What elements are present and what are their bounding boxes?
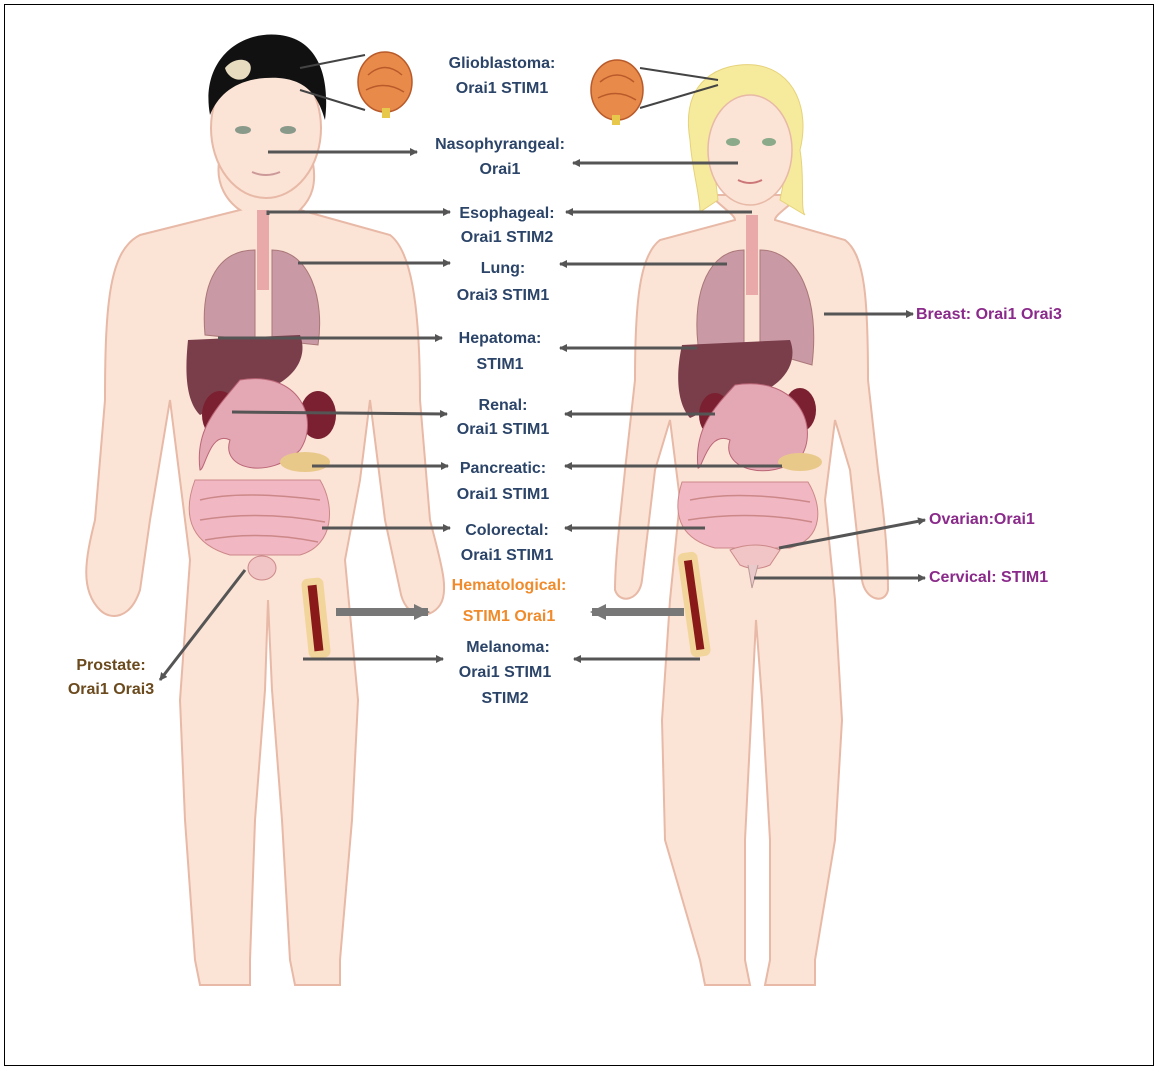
breast-label: Breast: Orai1 Orai3 bbox=[916, 306, 1062, 323]
ovarian-label: Ovarian:Orai1 bbox=[929, 511, 1035, 528]
hepatoma-title: Hepatoma: bbox=[459, 330, 542, 347]
male-intestines bbox=[189, 480, 329, 555]
female-head bbox=[708, 95, 792, 205]
hepatoma-genes: STIM1 bbox=[476, 356, 523, 373]
colorectal-genes: Orai1 STIM1 bbox=[461, 547, 554, 564]
glioblastoma-genes: Orai1 STIM1 bbox=[456, 80, 549, 97]
male-eye-left bbox=[235, 126, 251, 134]
esophageal-title: Esophageal: bbox=[459, 205, 554, 222]
hematological-genes: STIM1 Orai1 bbox=[463, 608, 556, 625]
pancreatic-genes: Orai1 STIM1 bbox=[457, 486, 550, 503]
melanoma-genes: Orai1 STIM1 bbox=[459, 664, 552, 681]
female-esophagus bbox=[746, 215, 758, 295]
male-eye-right bbox=[280, 126, 296, 134]
male-prostate bbox=[248, 556, 276, 580]
lung-genes: Orai3 STIM1 bbox=[457, 287, 550, 304]
renal-genes: Orai1 STIM1 bbox=[457, 421, 550, 438]
male-pancreas bbox=[280, 452, 330, 472]
male-brain-icon bbox=[358, 52, 412, 112]
female-eye-right bbox=[762, 138, 776, 146]
arrow-male-renal bbox=[232, 412, 447, 414]
center-labels: Glioblastoma: Orai1 STIM1 Nasophyrangeal… bbox=[435, 55, 566, 707]
lung-title: Lung: bbox=[481, 260, 525, 277]
cervical-label: Cervical: STIM1 bbox=[929, 569, 1048, 586]
female-pancreas bbox=[778, 453, 822, 471]
prostate-genes: Orai1 Orai3 bbox=[68, 681, 154, 698]
pancreatic-title: Pancreatic: bbox=[460, 460, 546, 477]
female-eye-left bbox=[726, 138, 740, 146]
nasopharyngeal-genes: Orai1 bbox=[480, 161, 521, 178]
renal-title: Renal: bbox=[479, 397, 528, 414]
melanoma-title: Melanoma: bbox=[466, 639, 550, 656]
female-figure bbox=[615, 65, 888, 985]
female-brain-icon bbox=[591, 60, 643, 120]
melanoma-genes-2: STIM2 bbox=[481, 690, 528, 707]
male-esophagus bbox=[257, 210, 269, 290]
esophageal-genes: Orai1 STIM2 bbox=[461, 229, 554, 246]
male-figure bbox=[86, 34, 444, 985]
colorectal-title: Colorectal: bbox=[465, 522, 549, 539]
nasopharyngeal-title: Nasophyrangeal: bbox=[435, 136, 565, 153]
prostate-title: Prostate: bbox=[76, 657, 145, 674]
hematological-title: Hematological: bbox=[452, 577, 567, 594]
glioblastoma-title: Glioblastoma: bbox=[449, 55, 556, 72]
